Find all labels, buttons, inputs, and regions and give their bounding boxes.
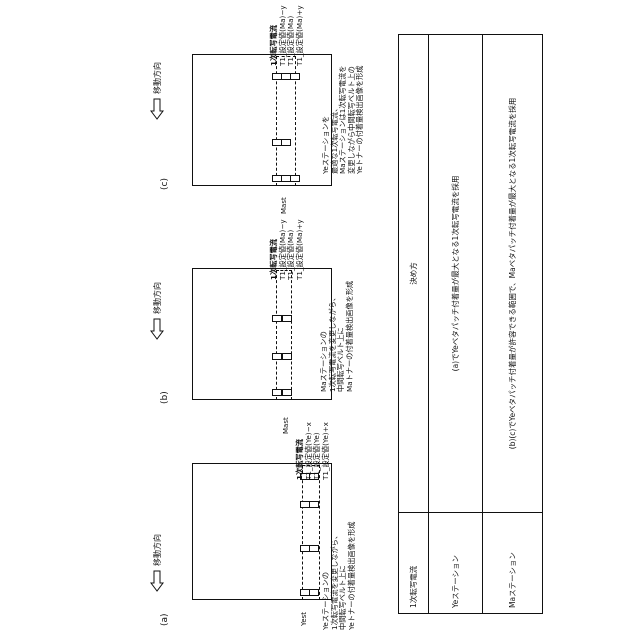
direction-arrow-icon — [150, 98, 164, 120]
table-row: Yeステーション (a)でYeベタパッチ付着量が最大となる1次転写電流を採用 — [429, 35, 483, 614]
panel-c-label: (c) — [160, 178, 170, 190]
direction-arrow-icon — [150, 318, 164, 340]
patch-square — [282, 315, 292, 322]
panel-b-direction: 移動方向 — [150, 282, 164, 340]
desc-line: Yeトナーの付着量検出画像を形成 — [348, 522, 357, 630]
panel-a-direction: 移動方向 — [150, 534, 164, 592]
panel-a-label: (a) — [160, 613, 170, 626]
panel-c-belt — [192, 54, 332, 186]
panel-a-patch-row — [302, 465, 320, 600]
panel-b-current: 1次転写電流 T1_設定値(Ma)−y T1_設定値(Ma) T1_設定値(Ma… — [270, 219, 304, 280]
panel-c-direction: 移動方向 — [150, 62, 164, 120]
panel-b-station: Mast — [282, 417, 290, 434]
table-header-cell: 1次転写電流 — [399, 513, 429, 614]
panel-a-station: Yest — [300, 612, 308, 626]
direction-arrow-icon — [150, 570, 164, 592]
panel-b-description: Maステーションの 1次転写電流を変更しながら、 中間転写ベルト上に Maトナー… — [320, 281, 354, 392]
patch-square — [309, 589, 319, 596]
current-line: T1_設定値(Ye)+x — [322, 422, 331, 480]
patch-square — [290, 175, 300, 182]
panel-b-direction-label: 移動方向 — [152, 282, 163, 314]
table-row: Maステーション (b)(c)でYeベタパッチ付着量が許容できる範囲で、Maベタ… — [483, 35, 543, 614]
table-cell: Maステーション — [483, 513, 543, 614]
patch-square — [282, 353, 292, 360]
patch-square — [272, 315, 282, 322]
panel-c-station: Mast — [280, 197, 288, 214]
panel-a-description: Yeステーションの 1次転写電流を変更しながら、 中間転写ベルト上に Yeトナー… — [322, 522, 356, 630]
patch-square — [282, 389, 292, 396]
table-cell: Yeステーション — [429, 513, 483, 614]
patch-square — [272, 353, 282, 360]
current-line: T1_設定値(Ma)+y — [296, 219, 305, 280]
desc-line: Yeトナーの付着量検出画像を形成 — [356, 66, 365, 174]
current-line: T1_設定値(Ma)+y — [296, 5, 305, 66]
table-header-cell: 決め方 — [399, 35, 429, 513]
panel-c-current: 1次転写電流 T1_設定値(Ma)−y T1_設定値(Ma) T1_設定値(Ma… — [270, 5, 304, 66]
table-cell: (a)でYeベタパッチ付着量が最大となる1次転写電流を採用 — [429, 35, 483, 513]
patch-square — [290, 73, 300, 80]
panel-b-belt — [192, 268, 332, 400]
patch-square — [309, 545, 319, 552]
panel-b-patch-row — [276, 270, 292, 400]
patch-square — [272, 389, 282, 396]
panel-a-direction-label: 移動方向 — [152, 534, 163, 566]
table-cell: (b)(c)でYeベタパッチ付着量が許容できる範囲で、Maベタパッチ付着量が最大… — [483, 35, 543, 513]
panel-b-label: (b) — [160, 391, 170, 404]
decision-table: 1次転写電流 決め方 Yeステーション (a)でYeベタパッチ付着量が最大となる… — [398, 34, 543, 614]
panel-a-current: 1次転写電流 T1_設定値(Ye)−x T1_設定値(Ye) T1_設定値(Ye… — [296, 422, 330, 480]
panel-c-direction-label: 移動方向 — [152, 62, 163, 94]
panel-c-description: Yeステーションを 最適な1次転写電流、 Maステーションは1次転写電流を 変更… — [322, 66, 365, 174]
patch-square — [309, 501, 319, 508]
desc-line: Maトナーの付着量検出画像を形成 — [346, 281, 355, 392]
patch-square — [281, 139, 291, 146]
table-header-row: 1次転写電流 決め方 — [399, 35, 429, 614]
